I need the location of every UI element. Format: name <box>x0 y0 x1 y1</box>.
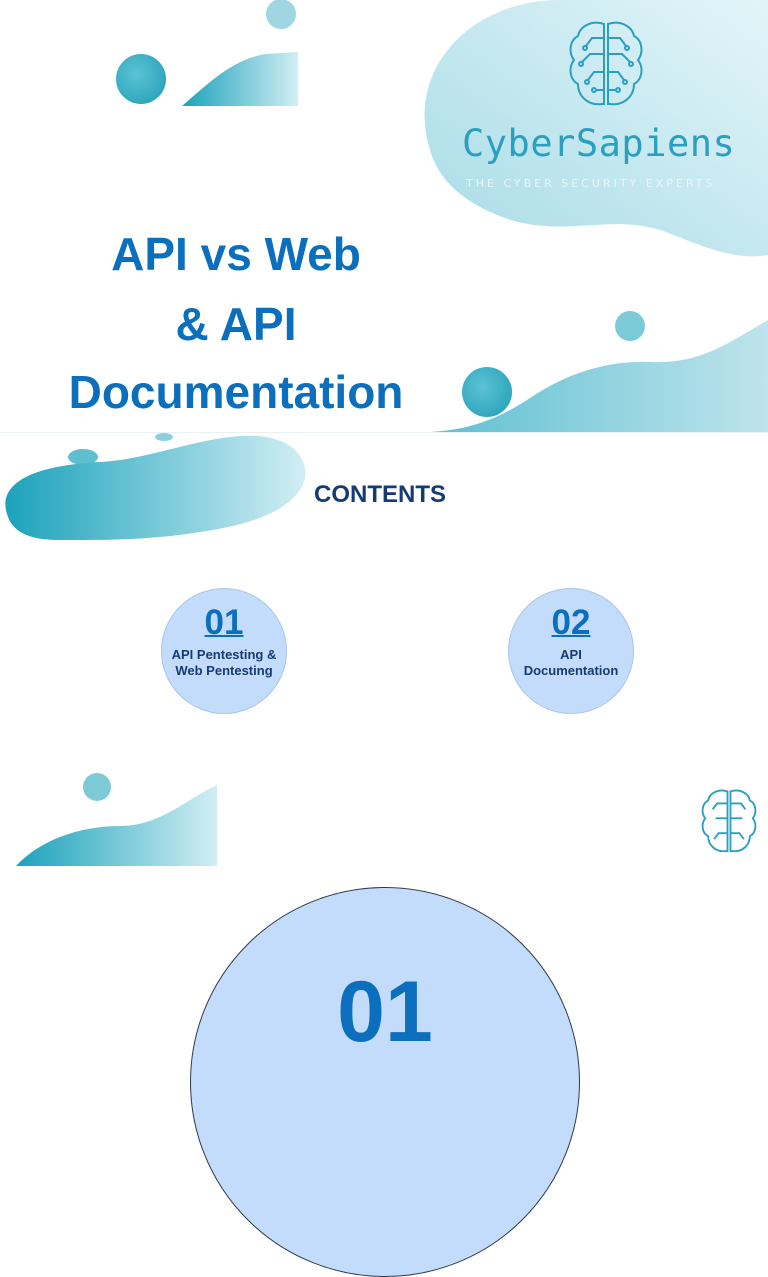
decor-dot <box>116 54 166 104</box>
decor-hill <box>182 52 298 106</box>
decor-blob <box>5 435 306 540</box>
decor-dot <box>615 311 645 341</box>
brand-tagline: THE CYBER SECURITY EXPERTS <box>466 177 716 190</box>
decorative-shapes <box>5 0 768 866</box>
title-line-1: API vs Web <box>111 228 361 280</box>
decor-dot <box>266 0 296 29</box>
decor-dot <box>83 773 111 801</box>
section-number: 01 <box>337 964 433 1060</box>
toc-label-line: Documentation <box>523 663 619 678</box>
toc-number: 02 <box>551 603 591 642</box>
toc-label: API Documentation <box>511 647 631 679</box>
toc-item-01[interactable]: 01 API Pentesting & Web Pentesting <box>161 588 287 714</box>
toc-number: 01 <box>204 603 244 642</box>
toc-label-line: Web Pentesting <box>175 663 273 678</box>
toc-label-line: API <box>560 647 582 662</box>
decor-dot <box>68 449 98 465</box>
contents-heading: CONTENTS <box>314 481 446 508</box>
toc-item-02[interactable]: 02 API Documentation <box>508 588 634 714</box>
brand-name: CyberSapiens <box>462 122 736 165</box>
title-line-2: & API <box>175 298 297 350</box>
brain-circuit-icon <box>569 21 643 106</box>
decor-hill <box>16 785 217 866</box>
section-circle <box>190 887 580 1277</box>
toc-label: API Pentesting & Web Pentesting <box>164 647 284 679</box>
brain-circuit-icon <box>701 789 757 853</box>
toc-label-line: API Pentesting & <box>171 647 277 662</box>
decor-dot <box>462 367 512 417</box>
decor-hill <box>430 320 768 432</box>
slide-divider <box>0 432 768 433</box>
decor-dot <box>155 433 173 441</box>
title-line-3: Documentation <box>68 366 404 418</box>
decor-blob <box>424 0 768 257</box>
